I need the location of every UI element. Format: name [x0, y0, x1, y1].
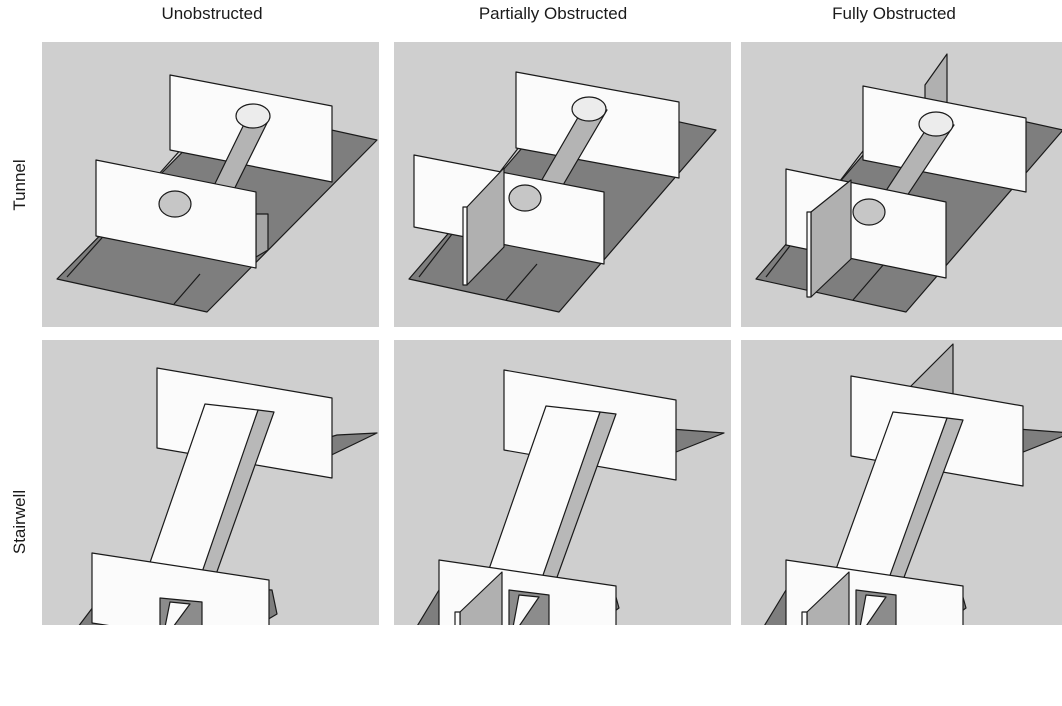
- tunnel-end-far: [919, 112, 953, 136]
- tunnel-partial-diagram: [394, 42, 731, 327]
- obstruction-edge: [807, 212, 811, 297]
- tunnel-opening: [509, 185, 541, 211]
- row-label-stairwell: Stairwell: [10, 490, 30, 554]
- panel-tunnel-partially-obstructed: [394, 42, 731, 327]
- column-label-unobstructed: Unobstructed: [42, 4, 382, 24]
- column-label-partially-obstructed: Partially Obstructed: [383, 4, 723, 24]
- tunnel-full-diagram: [741, 42, 1062, 327]
- tunnel-opening: [853, 199, 885, 225]
- tunnel-unobstructed-diagram: [42, 42, 379, 327]
- stairwell-partial-diagram: [394, 340, 731, 625]
- stairwell-unobstructed-diagram: [42, 340, 379, 625]
- panel-stairwell-fully-obstructed: [741, 340, 1062, 625]
- stairwell-full-diagram: [741, 340, 1062, 625]
- row-label-tunnel: Tunnel: [10, 159, 30, 210]
- tunnel-end-far: [236, 104, 270, 128]
- tunnel-opening: [159, 191, 191, 217]
- panel-tunnel-unobstructed: [42, 42, 379, 327]
- obstruction-edge: [463, 207, 467, 285]
- column-label-fully-obstructed: Fully Obstructed: [724, 4, 1062, 24]
- side-wall-shadow: [256, 214, 268, 257]
- obstruction-edge: [455, 612, 460, 625]
- panel-tunnel-fully-obstructed: [741, 42, 1062, 327]
- obstruction-edge: [802, 612, 807, 625]
- panel-stairwell-unobstructed: [42, 340, 379, 625]
- panel-stairwell-partially-obstructed: [394, 340, 731, 625]
- tunnel-end-far: [572, 97, 606, 121]
